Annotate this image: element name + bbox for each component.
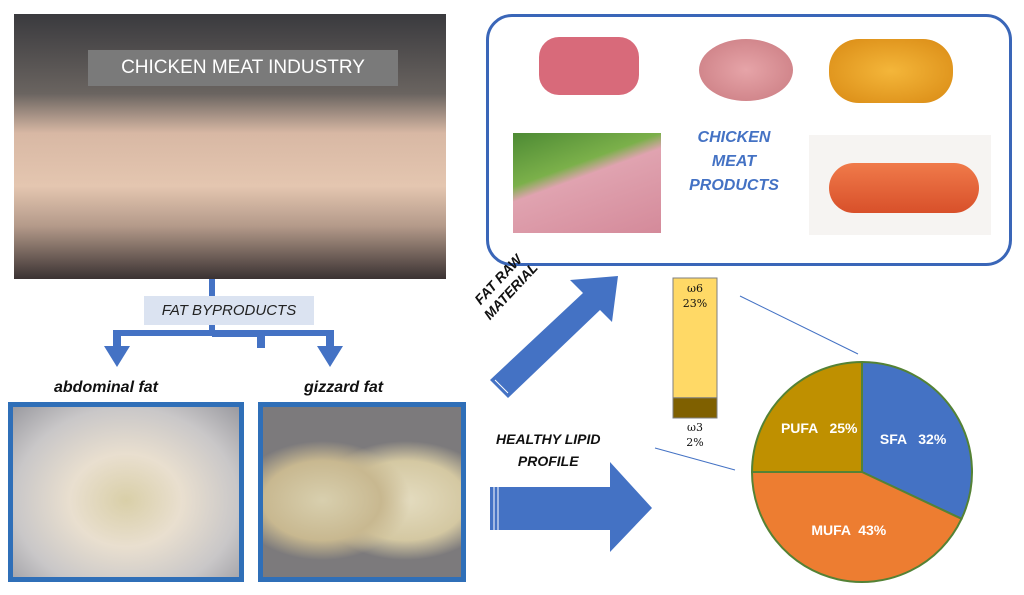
zoom-line-top xyxy=(739,295,859,355)
nuggets-photo xyxy=(829,39,953,103)
pie-slice-sfa xyxy=(861,360,973,521)
abdominal-fat-photo xyxy=(8,402,244,582)
label-line: PROFILE xyxy=(517,453,579,469)
pie-label-sfa: SFA 32% xyxy=(879,430,947,447)
gizzard-fat-photo xyxy=(258,402,466,582)
fat-raw-material-arrow xyxy=(490,276,618,398)
fatty-acid-pie-chart xyxy=(750,360,973,583)
branch-arrows xyxy=(104,279,343,367)
pie-slice-mufa xyxy=(750,471,963,583)
chicken-products-panel xyxy=(486,14,1012,266)
omega3-value: 2% xyxy=(686,436,704,449)
pie-label-pufa: PUFA 25% xyxy=(780,420,858,437)
omega6-value: 23% xyxy=(682,297,708,310)
healthy-lipid-arrow xyxy=(490,462,652,552)
abdominal-fat-label: abdominal fat xyxy=(54,379,159,396)
mortadella-photo xyxy=(513,133,661,233)
title-line: CHICKEN xyxy=(697,129,771,146)
omega3-label: ω3 2% xyxy=(673,420,717,450)
sausages-photo xyxy=(539,37,639,95)
zoom-line-bottom xyxy=(654,447,736,471)
omega3-name: ω3 xyxy=(687,421,703,434)
label-line: HEALTHY LIPID xyxy=(496,431,601,447)
industry-title: CHICKEN MEAT INDUSTRY xyxy=(88,50,398,86)
title-line: PRODUCTS xyxy=(689,177,779,194)
chicken-meat-products-title: CHICKEN MEAT PRODUCTS xyxy=(688,126,780,198)
gizzard-fat-label: gizzard fat xyxy=(304,379,384,396)
hot-dogs-photo xyxy=(809,135,991,235)
fat-byproducts-box: FAT BYPRODUCTS xyxy=(144,296,314,325)
title-line: MEAT xyxy=(711,153,757,170)
healthy-lipid-profile-label: HEALTHY LIPID PROFILE xyxy=(496,428,601,472)
omega6-name: ω6 xyxy=(687,282,703,295)
omega6-label: ω6 23% xyxy=(673,281,717,311)
omega-stacked-bar xyxy=(672,277,718,419)
omega6-bar xyxy=(672,277,718,399)
pie-label-mufa: MUFA 43% xyxy=(811,522,887,539)
pie-slice-pufa xyxy=(750,360,863,473)
burger-patties-photo xyxy=(699,39,793,101)
omega3-bar xyxy=(672,397,718,419)
